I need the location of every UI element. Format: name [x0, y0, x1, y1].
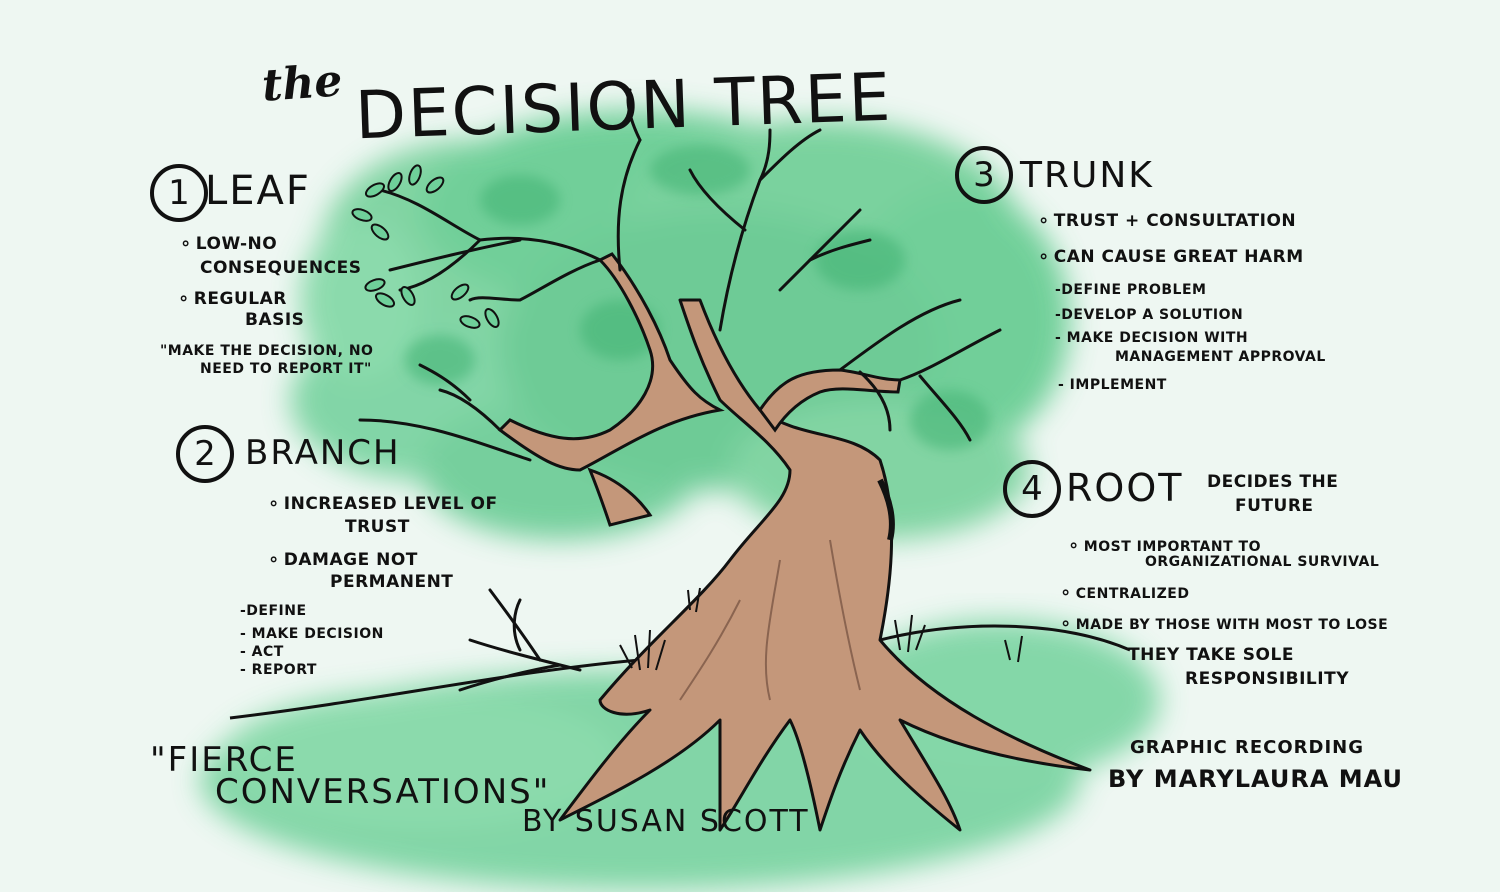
trunk-heading: TRUNK: [1020, 155, 1154, 196]
trunk-step-2: -DEVELOP A SOLUTION: [1055, 307, 1244, 323]
branch-step-4: - REPORT: [240, 662, 317, 678]
branch-bullet-2-line-2: PERMANENT: [330, 572, 454, 592]
leaf-bullet-1-line-2: CONSEQUENCES: [200, 258, 362, 278]
leaf-bullet-1-line-1: LOW-NO: [180, 233, 277, 254]
root-bullet-1-line-2: ORGANIZATIONAL SURVIVAL: [1145, 554, 1380, 570]
leaf-quote-line-2: NEED to REPORT it": [200, 361, 372, 377]
root-side-line-1: DECIDES the: [1207, 472, 1339, 492]
leaf-heading: LEAF: [205, 168, 311, 214]
trunk-step-3-line-2: MANAGEMENT APPROVAL: [1115, 349, 1326, 365]
trunk-step-3-line-1: - MAKE DECISION with: [1055, 330, 1249, 346]
branch-step-3: - ACT: [240, 644, 284, 660]
leaf-quote-line-1: "MAKE the DECISION, NO: [160, 343, 374, 359]
root-bullet-3: MADE BY THOSE with MOST to LOSE: [1060, 613, 1388, 634]
branch-step-1: -DEFINE: [240, 603, 307, 619]
tree-branches: [358, 88, 1002, 692]
credit-line-2: by MARYLAURA MAU: [1108, 765, 1403, 793]
branch-heading: BRANCH: [245, 433, 401, 473]
book-title-line-1: "FIERCE: [150, 740, 298, 780]
section-number-1: 1: [150, 164, 208, 222]
credit-line-1: GRAPHIC RECORDING: [1130, 737, 1365, 758]
title-prefix: the: [260, 55, 344, 112]
root-side-line-2: FUTURE: [1235, 496, 1314, 516]
branch-bullet-1-line-1: INCREASED LEVEL of: [268, 493, 498, 514]
trunk-bullet-2: CAN CAUSE GREAT HARM: [1038, 246, 1304, 267]
book-author: BY SUSAN SCOTT: [522, 804, 810, 839]
leaf-sprigs: [351, 164, 500, 329]
branch-bullet-1-line-2: TRUST: [345, 517, 410, 537]
section-number-2: 2: [176, 425, 234, 483]
tree-trunk: [497, 252, 1092, 832]
branch-step-2: - MAKE DECISION: [240, 626, 384, 642]
root-bullet-1-line-1: MOST IMPORTANT TO: [1068, 535, 1261, 556]
root-bullet-2: CENTRALIZED: [1060, 582, 1189, 603]
grass-tufts: [619, 587, 1023, 671]
section-number-3: 3: [955, 146, 1013, 204]
trunk-step-4: - IMPLEMENT: [1058, 377, 1167, 393]
leaf-bullet-2-line-2: BASIS: [245, 310, 305, 330]
branch-bullet-2-line-1: DAMAGE NOT: [268, 549, 418, 570]
section-number-4: 4: [1003, 460, 1061, 518]
root-note-line-1: THEY TAKE SOLE: [1128, 645, 1294, 665]
book-title-line-2: CONVERSATIONS": [215, 772, 551, 812]
root-note-line-2: RESPONSIBILITY: [1185, 669, 1350, 689]
leaf-bullet-2-line-1: REGULAR: [178, 288, 287, 309]
root-heading: ROOT: [1066, 466, 1184, 510]
trunk-bullet-1: TRUST + CONSULTATION: [1038, 210, 1296, 231]
trunk-step-1: -DEFINE PROBLEM: [1055, 282, 1207, 298]
